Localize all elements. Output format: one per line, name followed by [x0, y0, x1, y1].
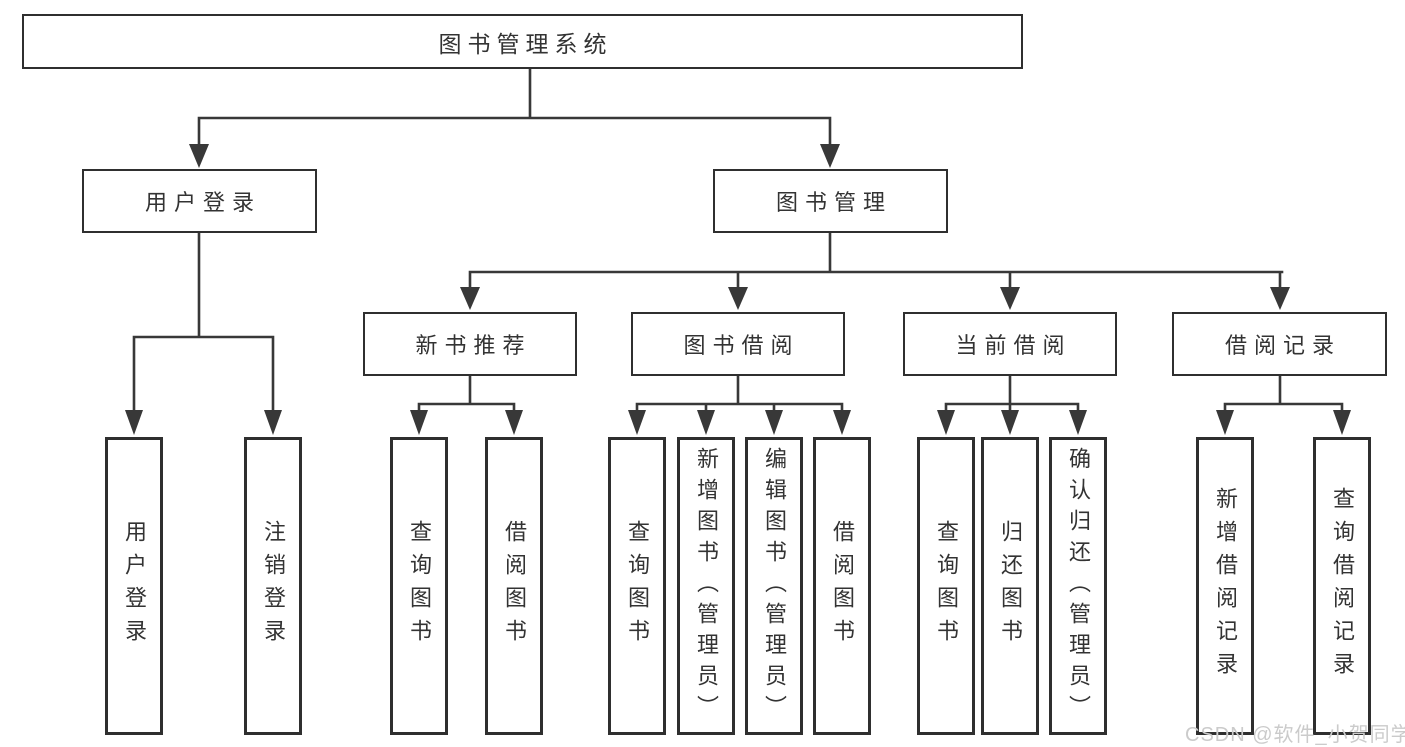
leaf-edit-book-admin: 编辑图书（管理员）	[745, 437, 803, 735]
node-book-borrowing: 图书借阅	[631, 312, 845, 376]
leaf-borrow-books-borrowing: 借阅图书	[813, 437, 871, 735]
leaf-query-books-recommend: 查询图书	[390, 437, 448, 735]
leaf-return-books: 归还图书	[981, 437, 1039, 735]
leaf-logout: 注销登录	[244, 437, 302, 735]
node-new-book-recommendation: 新书推荐	[363, 312, 577, 376]
leaf-confirm-return-admin: 确认归还（管理员）	[1049, 437, 1107, 735]
node-user-login: 用户登录	[82, 169, 317, 233]
node-book-management: 图书管理	[713, 169, 948, 233]
leaf-query-books-current: 查询图书	[917, 437, 975, 735]
leaf-query-borrow-record: 查询借阅记录	[1313, 437, 1371, 735]
leaf-query-books-borrowing: 查询图书	[608, 437, 666, 735]
leaf-borrow-books-recommend: 借阅图书	[485, 437, 543, 735]
edge-book-borrowing-split	[635, 374, 844, 414]
arrowheads	[125, 144, 1351, 435]
edge-root-split	[197, 67, 832, 148]
edge-current-borrowing-split	[944, 374, 1080, 414]
node-current-borrowing: 当前借阅	[903, 312, 1117, 376]
edge-new-book-split	[417, 374, 516, 414]
leaf-add-borrow-record: 新增借阅记录	[1196, 437, 1254, 735]
node-borrowing-records: 借阅记录	[1172, 312, 1387, 376]
edge-borrowing-records-split	[1223, 374, 1344, 414]
edge-book-management-split	[468, 231, 1284, 291]
csdn-watermark: CSDN @软件_小贺同学	[1185, 724, 1405, 746]
leaf-user-login: 用户登录	[105, 437, 163, 735]
edge-user-login-split	[132, 231, 275, 414]
node-library-management-system: 图书管理系统	[22, 14, 1023, 69]
leaf-add-book-admin: 新增图书（管理员）	[677, 437, 735, 735]
